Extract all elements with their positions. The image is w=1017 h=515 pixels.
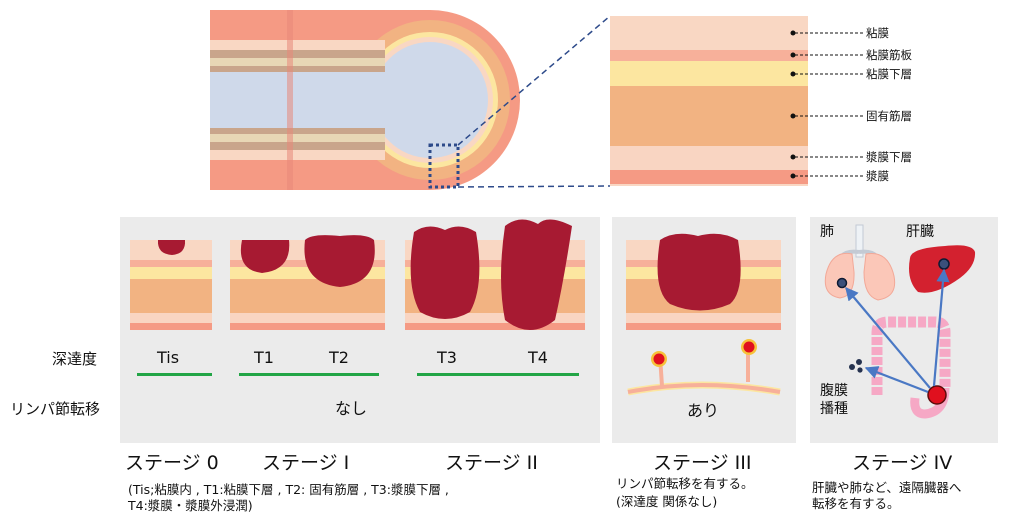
tumor-stage3 [657, 233, 741, 311]
arrow-to-liver [932, 268, 950, 387]
layer-label-muscularis-mucosae: 粘膜筋板 [790, 48, 912, 62]
row-label-depth: 深達度 [52, 350, 97, 368]
layer-label-text: 粘膜 [866, 26, 889, 40]
caption-stage4-line1: 肝臓や肺など、遠隔臓器へ [812, 480, 961, 495]
layer-label-text: 漿膜 [866, 169, 889, 183]
lymph-status-none: なし [335, 399, 367, 418]
stage-title-1: ステージ I [262, 452, 349, 474]
caption-early-line1: (Tis;粘膜内 , T1:粘膜下層 , T2: 固有筋層 , T3:漿膜下層 … [128, 482, 449, 497]
stage-title-2: ステージ II [445, 452, 538, 474]
layer-stack-stage0 [130, 240, 212, 330]
depth-label-t3: T3 [436, 348, 457, 367]
layer-label-text: 粘膜下層 [866, 67, 912, 81]
arrow-to-peritoneum [864, 366, 929, 394]
tumor-tis [157, 240, 186, 255]
tumor-t1 [240, 240, 290, 273]
row-label-lymph: リンパ節転移 [10, 400, 100, 418]
tumor-t3 [410, 226, 480, 319]
layer-label-mucosa: 粘膜 [790, 26, 889, 40]
lymph-node-metastasis-left [651, 351, 667, 367]
caption-stage3-line1: リンパ節転移を有する。 [616, 476, 754, 491]
depth-bar-stage0 [137, 373, 212, 376]
layer-label-submucosa: 粘膜下層 [790, 67, 912, 81]
organ-label-peritoneum-1: 腹膜 [820, 382, 848, 399]
lymph-status-present: あり [687, 401, 719, 420]
tumor-t4 [501, 219, 572, 330]
lung-icon [824, 224, 896, 301]
metastasis-arrows [845, 268, 950, 394]
depth-label-t2: T2 [328, 348, 349, 367]
layer-label-text: 粘膜筋板 [866, 48, 912, 62]
layer-labels: 粘膜 粘膜筋板 粘膜下層 固有筋層 漿膜下層 漿膜 [790, 26, 912, 183]
caption-stage4-line2: 転移を有する。 [812, 496, 900, 511]
peritoneal-seeding-icon [849, 359, 863, 373]
lymph-node-metastasis-right [741, 339, 757, 355]
wall-layer-enlargement [610, 16, 808, 186]
lymph-vessels [627, 339, 781, 396]
stage-title-4: ステージ IV [852, 452, 952, 474]
organ-label-liver: 肝臓 [906, 224, 934, 240]
stage-title-0: ステージ 0 [125, 452, 219, 474]
intestine-illustration [210, 10, 611, 190]
stage-title-3: ステージ III [653, 452, 751, 474]
depth-label-t4: T4 [527, 348, 548, 367]
layer-label-text: 固有筋層 [866, 109, 912, 123]
depth-bar-stage2 [417, 373, 579, 376]
caption-stage3-line2: (深達度 関係なし) [616, 494, 717, 509]
layer-label-text: 漿膜下層 [866, 150, 912, 164]
layer-label-muscularis-propria: 固有筋層 [790, 109, 912, 123]
caption-early-line2: T4:漿膜・漿膜外浸潤) [127, 498, 253, 513]
arrow-to-lung [845, 286, 931, 389]
depth-label-tis: Tis [156, 348, 179, 367]
tumor-t2 [304, 235, 375, 287]
colon-icon [871, 316, 951, 419]
organ-label-lung: 肺 [820, 224, 834, 240]
layer-label-serosa: 漿膜 [790, 169, 889, 183]
depth-bar-stage1 [239, 373, 379, 376]
depth-label-t1: T1 [253, 348, 274, 367]
layer-label-subserosa: 漿膜下層 [790, 150, 912, 164]
organ-label-peritoneum-2: 播種 [820, 401, 848, 417]
tumors [157, 219, 741, 330]
